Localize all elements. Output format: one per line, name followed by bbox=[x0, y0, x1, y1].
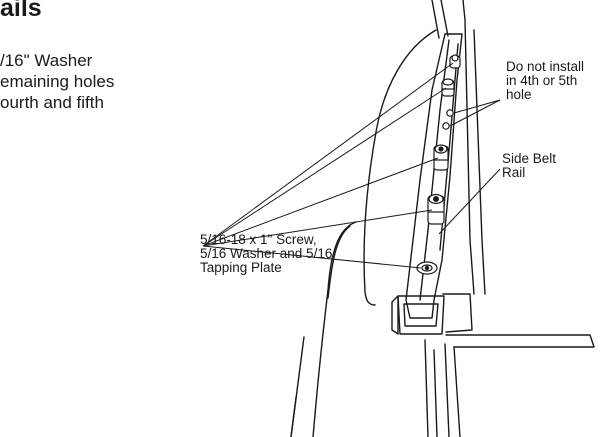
callout-line: 5/16 Washer and 5/16 bbox=[200, 246, 333, 261]
support-line-left-2 bbox=[290, 397, 297, 437]
rail-body bbox=[405, 33, 463, 319]
screw-4 bbox=[427, 193, 445, 225]
instruction-line: emaining holes bbox=[0, 72, 115, 91]
callout-line: Tapping Plate bbox=[200, 260, 282, 275]
callout-line: 5/16-18 x 1" Screw, bbox=[200, 232, 317, 247]
rail-bottom-bracket bbox=[397, 295, 445, 335]
rail-bottom-flange bbox=[391, 295, 399, 335]
callout-line: in 4th or 5th bbox=[506, 73, 578, 88]
screw-5 bbox=[416, 261, 438, 275]
instruction-line: ourth and fifth bbox=[0, 93, 104, 112]
top-post-left bbox=[431, 0, 440, 39]
frame-vert-1 bbox=[453, 346, 461, 437]
page-heading: ails bbox=[0, 0, 42, 22]
screw-2 bbox=[441, 78, 455, 97]
callout-side-belt-rail: Side Belt Rail bbox=[502, 152, 556, 180]
leader-screw-4 bbox=[202, 209, 433, 247]
leader-hole-5th bbox=[449, 99, 501, 127]
hole-4th bbox=[446, 109, 454, 117]
instruction-line: /16" Washer bbox=[0, 51, 93, 70]
frame-vert-4 bbox=[444, 343, 450, 437]
leader-screw-2 bbox=[202, 87, 447, 247]
screw-3 bbox=[433, 144, 449, 171]
leader-hole-4th bbox=[453, 99, 501, 114]
frame-line-right bbox=[442, 293, 473, 333]
leader-side-rail bbox=[438, 168, 501, 235]
inner-contour-2 bbox=[327, 225, 351, 299]
leader-screw-5 bbox=[202, 245, 422, 269]
callout-line: Side Belt bbox=[502, 151, 557, 166]
frame-vert-3 bbox=[424, 339, 429, 437]
rail-bottom-bracket-inner bbox=[403, 303, 439, 327]
callout-line: Do not install bbox=[506, 59, 585, 74]
instruction-text: /16" Washer emaining holes ourth and fif… bbox=[0, 50, 114, 113]
callout-do-not-install: Do not install in 4th or 5th hole bbox=[506, 60, 584, 102]
leader-screw-3 bbox=[202, 157, 439, 247]
top-post-right bbox=[440, 0, 449, 37]
frame-line-lower bbox=[445, 334, 595, 348]
callout-line: hole bbox=[506, 87, 532, 102]
screw-1 bbox=[449, 54, 461, 69]
leader-screw-1 bbox=[202, 62, 454, 247]
callout-line: Rail bbox=[502, 165, 526, 180]
hole-5th bbox=[442, 122, 450, 130]
callout-screw-washer-plate: 5/16-18 x 1" Screw, 5/16 Washer and 5/16… bbox=[200, 233, 332, 275]
frame-upright-1 bbox=[462, 0, 475, 295]
fender-outline bbox=[363, 29, 437, 306]
frame-upright-2 bbox=[473, 29, 486, 295]
inner-contour bbox=[312, 221, 357, 437]
frame-vert-2 bbox=[433, 349, 438, 437]
